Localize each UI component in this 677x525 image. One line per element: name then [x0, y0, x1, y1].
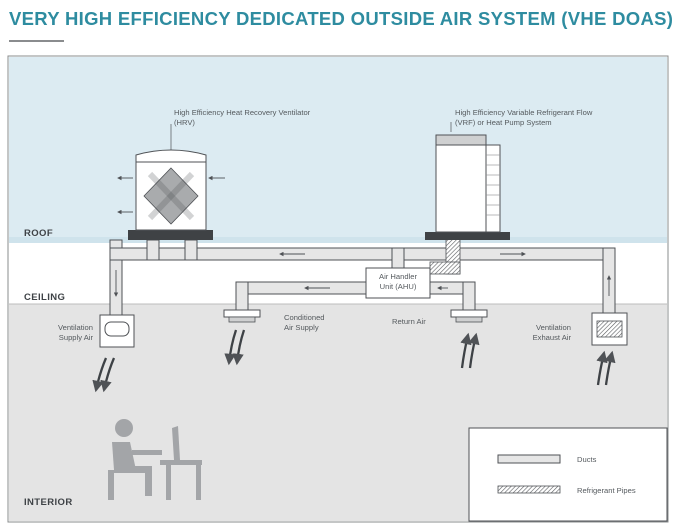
- vent-supply-label-line1: Ventilation: [58, 323, 93, 332]
- sky-area: [9, 57, 667, 237]
- vrf-label-line1: High Efficiency Variable Refrigerant Flo…: [455, 108, 593, 117]
- ahu-box: Air Handler Unit (AHU): [365, 267, 431, 299]
- conditioned-air-arrows: [224, 329, 246, 366]
- diagram-frame: [7, 55, 669, 523]
- conditioned-label-line2: Air Supply: [284, 323, 319, 332]
- zone-ceiling: CEILING: [24, 292, 65, 303]
- hrv-unit: [117, 149, 225, 240]
- return-air-arrows: [460, 332, 480, 369]
- zone-roof: ROOF: [24, 228, 53, 239]
- duct-return-drop: [462, 281, 476, 311]
- title-underline: [9, 40, 64, 42]
- legend-ducts-label: Ducts: [577, 455, 597, 464]
- vent-exhaust-label-line1: Ventilation: [536, 323, 571, 332]
- legend-duct-swatch: [497, 454, 561, 464]
- vrf-unit: [425, 134, 510, 240]
- duct-hrv-stub-1: [146, 239, 160, 261]
- return-air-grille: [450, 309, 488, 323]
- legend-refrigerant-label: Refrigerant Pipes: [577, 486, 636, 495]
- duct-ahu-feed: [391, 247, 405, 271]
- vent-supply-air-arrows: [92, 357, 116, 393]
- vent-exhaust-label-line2: Exhaust Air: [533, 333, 572, 342]
- hrv-label-line1: High Efficiency Heat Recovery Ventilator: [174, 108, 311, 117]
- legend: Ducts Refrigerant Pipes: [468, 427, 668, 522]
- return-air-label: Return Air: [392, 317, 426, 326]
- duct-conditioned-horizontal: [235, 281, 367, 295]
- ventilation-exhaust-unit: [591, 312, 628, 346]
- conditioned-label-line1: Conditioned: [284, 313, 325, 322]
- legend-pipe-swatch: [497, 485, 561, 494]
- ahu-label-line2: Unit (AHU): [380, 282, 417, 291]
- duct-hrv-stub-2: [184, 239, 198, 261]
- zone-interior: INTERIOR: [24, 497, 73, 508]
- ventilation-supply-unit: [99, 314, 135, 348]
- roof-line: [9, 237, 667, 243]
- diagram-title: VERY HIGH EFFICIENCY DEDICATED OUTSIDE A…: [9, 8, 674, 29]
- conditioned-supply-diffuser: [223, 309, 261, 323]
- duct-conditioned-drop: [235, 281, 249, 311]
- duct-flow-arrows: [113, 251, 612, 297]
- duct-network: [109, 239, 616, 316]
- ahu-label-line1: Air Handler: [379, 272, 417, 281]
- refrigerant-pipes: [429, 231, 461, 275]
- person-at-desk-icon: [108, 419, 202, 500]
- hrv-label-line2: (HRV): [174, 118, 195, 127]
- vrf-label-line2: (VRF) or Heat Pump System: [455, 118, 552, 127]
- vent-exhaust-air-arrows: [596, 350, 616, 386]
- vent-supply-label-line2: Supply Air: [59, 333, 94, 342]
